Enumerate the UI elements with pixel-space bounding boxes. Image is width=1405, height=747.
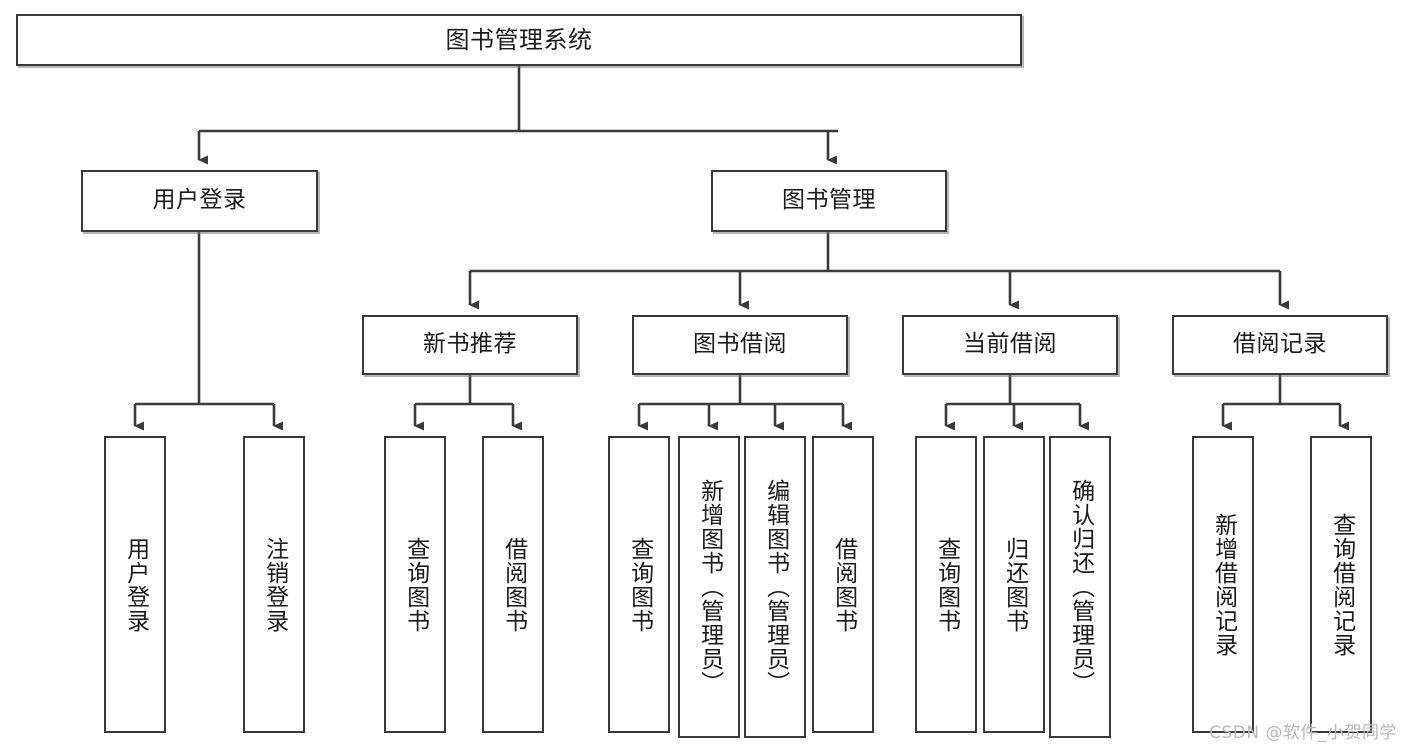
leaf-user-login-logout-label: 注销登录	[261, 536, 288, 633]
node-new-book-recommend-label: 新书推荐	[423, 331, 517, 358]
node-user-login[interactable]: 用户登录	[81, 170, 318, 232]
leaf-borrow-record-query-label: 查询借阅记录	[1328, 512, 1355, 657]
leaf-book-borrow-borrow[interactable]: 借阅图书	[812, 436, 874, 733]
leaf-book-borrow-add[interactable]: 新增图书（管理员）	[678, 436, 740, 738]
node-book-management-label: 图书管理	[782, 187, 876, 214]
node-book-borrow-label: 图书借阅	[693, 331, 787, 358]
node-borrow-record-label: 借阅记录	[1233, 331, 1327, 358]
node-user-login-label: 用户登录	[152, 187, 247, 214]
leaf-new-book-query[interactable]: 查询图书	[384, 436, 446, 733]
leaf-current-borrow-confirm-return-label: 确认归还（管理员）	[1067, 479, 1094, 695]
leaf-current-borrow-query[interactable]: 查询图书	[915, 436, 977, 733]
leaf-user-login-login-label: 用户登录	[122, 536, 149, 633]
leaf-new-book-query-label: 查询图书	[402, 536, 429, 633]
leaf-borrow-record-query[interactable]: 查询借阅记录	[1310, 436, 1372, 733]
node-book-borrow[interactable]: 图书借阅	[632, 315, 848, 375]
node-new-book-recommend[interactable]: 新书推荐	[362, 315, 578, 375]
leaf-book-borrow-query-label: 查询图书	[626, 536, 653, 633]
node-borrow-record[interactable]: 借阅记录	[1172, 315, 1388, 375]
node-root-book-management-system[interactable]: 图书管理系统	[16, 14, 1022, 66]
leaf-new-book-borrow[interactable]: 借阅图书	[482, 436, 544, 733]
node-book-management[interactable]: 图书管理	[711, 170, 947, 232]
leaf-user-login-login[interactable]: 用户登录	[104, 436, 166, 733]
leaf-current-borrow-return[interactable]: 归还图书	[983, 436, 1045, 733]
leaf-book-borrow-edit-label: 编辑图书（管理员）	[762, 479, 789, 695]
leaf-current-borrow-return-label: 归还图书	[1001, 536, 1028, 633]
leaf-current-borrow-confirm-return[interactable]: 确认归还（管理员）	[1049, 436, 1111, 738]
leaf-new-book-borrow-label: 借阅图书	[500, 536, 527, 633]
leaf-borrow-record-add-label: 新增借阅记录	[1210, 512, 1237, 657]
leaf-book-borrow-edit[interactable]: 编辑图书（管理员）	[744, 436, 806, 738]
leaf-book-borrow-add-label: 新增图书（管理员）	[696, 479, 723, 695]
node-root-label: 图书管理系统	[445, 25, 593, 54]
leaf-current-borrow-query-label: 查询图书	[933, 536, 960, 633]
node-current-borrow-label: 当前借阅	[963, 331, 1057, 358]
leaf-borrow-record-add[interactable]: 新增借阅记录	[1192, 436, 1254, 733]
node-current-borrow[interactable]: 当前借阅	[902, 315, 1118, 375]
leaf-user-login-logout[interactable]: 注销登录	[243, 436, 305, 733]
leaf-book-borrow-query[interactable]: 查询图书	[608, 436, 670, 733]
leaf-book-borrow-borrow-label: 借阅图书	[830, 536, 857, 633]
